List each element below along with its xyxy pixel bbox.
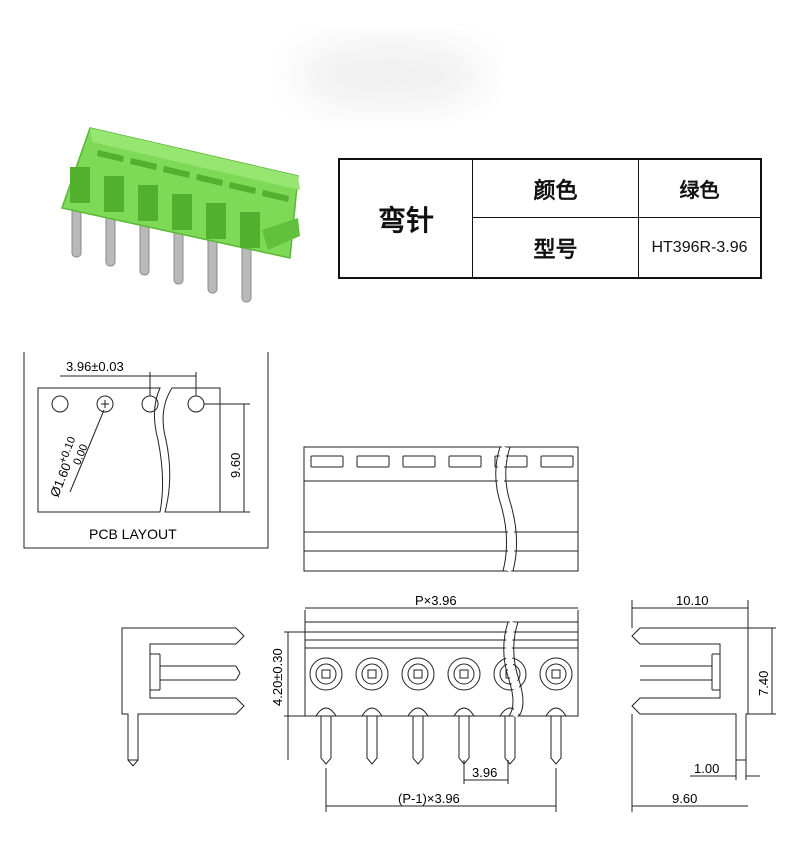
- connector-photo: [61, 127, 300, 303]
- pin-arch: [545, 707, 567, 717]
- pin-arch: [361, 707, 383, 717]
- screw-hole: [539, 657, 573, 691]
- connector-cavity: [172, 194, 192, 230]
- screw-hole-inner: [361, 663, 383, 685]
- body-height-label: 4.20±0.30: [270, 648, 285, 706]
- screw-square: [321, 669, 331, 679]
- pcb-frame: [23, 352, 269, 549]
- screw-hole-inner: [315, 663, 337, 685]
- side-body-outline-right: [631, 627, 749, 761]
- pcb-board-right: [162, 387, 221, 513]
- connector-slot: [229, 182, 256, 194]
- connector-slot: [97, 150, 124, 162]
- table-divider: [472, 217, 760, 218]
- pcb-hole: [187, 395, 205, 413]
- connector-slot: [196, 174, 223, 186]
- model-key: 型号: [533, 237, 578, 263]
- screw-square: [551, 669, 561, 679]
- front-pin: [366, 716, 378, 765]
- screw-hole: [401, 657, 435, 691]
- color-key: 颜色: [533, 178, 578, 204]
- side-width-label: 10.10: [676, 593, 709, 608]
- connector-cavity: [104, 176, 124, 212]
- side-height-label: 7.40: [756, 671, 771, 696]
- pcb-layout-view: [23, 352, 269, 549]
- front-pin: [412, 716, 424, 765]
- total-length-label: P×3.96: [415, 593, 457, 608]
- left-side-view: [121, 627, 245, 767]
- front-view: [284, 607, 579, 812]
- side-depth-label: 9.60: [672, 791, 697, 806]
- screw-hole-inner: [453, 663, 475, 685]
- front-pin: [458, 716, 470, 765]
- connector-cavity: [240, 212, 260, 248]
- connector-top-face: [90, 128, 300, 190]
- connector-slots: [70, 150, 289, 248]
- table-divider: [472, 160, 473, 277]
- top-slot: [310, 455, 344, 468]
- background-shadow: [295, 37, 485, 113]
- pitch-tolerance-label: 3.96±0.03: [66, 359, 124, 374]
- front-pin: [504, 716, 516, 765]
- top-view-outline: [303, 446, 579, 572]
- pin-arch: [315, 707, 337, 717]
- front-pin: [550, 716, 562, 765]
- screw-square: [413, 669, 423, 679]
- top-slot: [356, 455, 390, 468]
- connector-cavity: [206, 203, 226, 239]
- pin-pitch-label: 3.96: [472, 765, 497, 780]
- connector-side-face: [262, 218, 300, 250]
- screw-hole: [309, 657, 343, 691]
- screw-hole-inner: [545, 663, 567, 685]
- connector-cavity: [70, 167, 90, 203]
- connector-cavity: [138, 185, 158, 221]
- pcb-hole: [51, 395, 69, 413]
- pcb-hole: [96, 395, 114, 413]
- connector-slot: [130, 158, 157, 170]
- screw-hole-inner: [407, 663, 429, 685]
- top-slot: [540, 455, 574, 468]
- pin-arch: [407, 707, 429, 717]
- pcb-layout-label: PCB LAYOUT: [89, 526, 177, 542]
- connector-slot: [262, 190, 289, 202]
- screw-hole: [447, 657, 481, 691]
- pin-width-label: 1.00: [694, 761, 719, 776]
- pin-arch: [453, 707, 475, 717]
- front-pin: [320, 716, 332, 765]
- front-view-outline: [304, 621, 579, 717]
- pin-span-label: (P-1)×3.96: [398, 791, 460, 806]
- right-side-view: [631, 600, 776, 812]
- table-divider: [638, 160, 639, 277]
- screw-square: [459, 669, 469, 679]
- top-slot: [494, 455, 528, 468]
- side-body-outline: [121, 627, 245, 761]
- top-view: [303, 446, 579, 572]
- hole-diameter-label: Ø1.60: [47, 461, 74, 499]
- screw-square: [367, 669, 377, 679]
- model-value: HT396R-3.96: [651, 238, 748, 256]
- top-slot: [448, 455, 482, 468]
- screw-hole: [355, 657, 389, 691]
- row-height-label: 9.60: [228, 453, 243, 478]
- spec-table: 弯针 颜色 绿色 型号 HT396R-3.96: [338, 158, 762, 279]
- top-slot: [402, 455, 436, 468]
- connector-slot: [163, 166, 190, 178]
- hole-diameter-group: Ø1.60 +0.10 0.00: [47, 435, 91, 499]
- color-value: 绿色: [679, 178, 720, 202]
- type-label: 弯针: [377, 203, 434, 237]
